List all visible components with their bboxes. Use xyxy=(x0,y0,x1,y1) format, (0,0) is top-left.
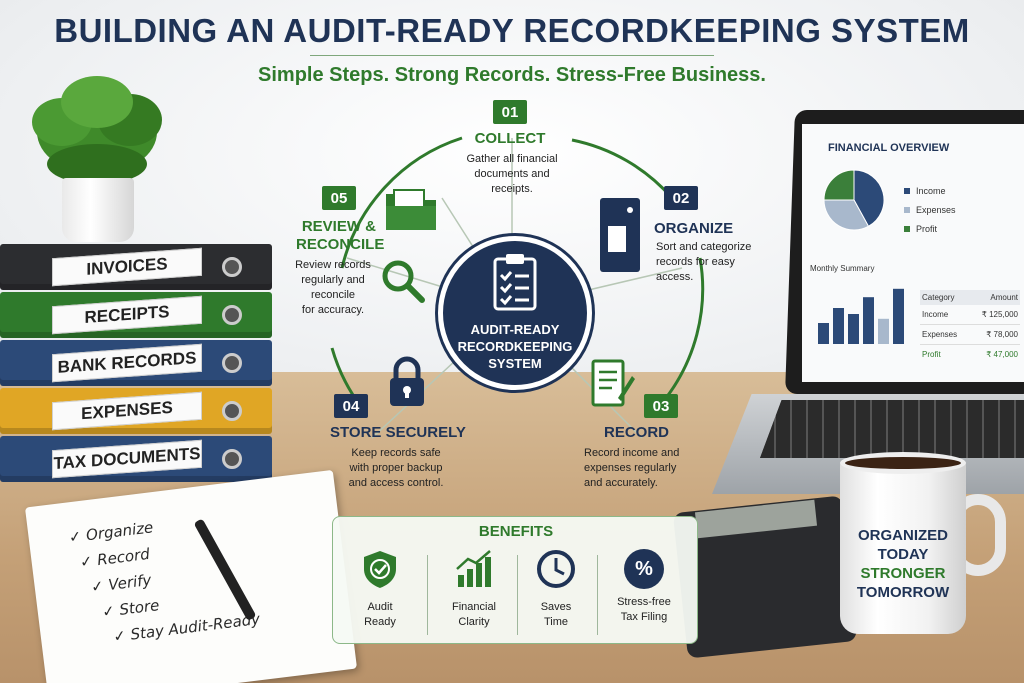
growth-chart-icon xyxy=(456,550,491,587)
list-item: ✓ Record xyxy=(78,544,151,572)
step-text-review-reconcile: Review records regularly and reconcile f… xyxy=(295,259,371,316)
summary-bar xyxy=(818,323,829,344)
page-subtitle: Simple Steps. Strong Records. Stress-Fre… xyxy=(258,64,766,86)
summary-bar xyxy=(848,314,859,344)
binder-ring xyxy=(222,257,242,277)
step-title-review-reconcile: REVIEW & RECONCILE xyxy=(296,218,385,253)
step-title-store-securely: STORE SECURELY xyxy=(330,424,466,441)
list-item: ✓ Organize xyxy=(67,518,155,547)
binder-invoices[interactable]: INVOICES xyxy=(0,244,272,290)
pie-slice-profit xyxy=(823,169,855,201)
shield-check-icon xyxy=(364,551,396,588)
binder-folder-icon xyxy=(600,198,640,272)
step-title-organize: ORGANIZE xyxy=(654,220,734,237)
step-number-03: 03 xyxy=(644,394,678,418)
pie-slice-income xyxy=(853,169,885,227)
audit-ready-system-hub: AUDIT-READY RECORDKEEPING SYSTEM xyxy=(438,236,592,390)
mug-text-today: TODAY xyxy=(877,546,929,563)
step-text-collect: Gather all financial documents and recei… xyxy=(466,153,558,195)
step-number-04: 04 xyxy=(334,394,368,418)
binder-label: RECEIPTS xyxy=(52,295,202,335)
title-divider xyxy=(310,55,714,56)
table-row: Expenses ₹ 78,000 xyxy=(920,325,1020,345)
monthly-summary-label: Monthly Summary xyxy=(810,264,875,273)
table-row: Profit ₹ 47,000 xyxy=(922,350,1018,359)
financial-overview-heading: FINANCIAL OVERVIEW xyxy=(828,142,950,154)
step-title-collect: COLLECT xyxy=(474,130,546,147)
laptop-keyboard[interactable] xyxy=(760,400,1024,458)
summary-bar xyxy=(893,288,904,344)
coffee-mug xyxy=(840,458,966,634)
laptop-display: FINANCIAL OVERVIEW Income Expenses Profi… xyxy=(802,124,1024,382)
summary-bar xyxy=(878,318,889,344)
binder-expenses[interactable]: EXPENSES xyxy=(0,388,272,434)
benefit-divider xyxy=(427,555,428,635)
document-pen-icon xyxy=(591,359,635,407)
plant-leaves-icon xyxy=(32,76,162,184)
padlock-icon xyxy=(390,356,424,406)
pen xyxy=(193,518,257,622)
step-number-05: 05 xyxy=(322,186,356,210)
benefits-title: BENEFITS xyxy=(478,523,554,540)
plant-pot xyxy=(62,178,134,242)
binder-tax-documents[interactable]: TAX DOCUMENTS xyxy=(0,436,272,482)
step-number-01: 01 xyxy=(493,100,527,124)
step-text-record: Record income and expenses regularly and… xyxy=(584,447,680,489)
binder-ring xyxy=(222,449,242,469)
financial-pie-chart xyxy=(823,169,885,231)
clock-icon xyxy=(537,550,575,588)
binder-label: BANK RECORDS xyxy=(52,343,202,383)
binder-label: INVOICES xyxy=(52,247,202,287)
open-folder-icon xyxy=(386,189,436,230)
binder-ring xyxy=(222,353,242,373)
clipboard-checklist-icon xyxy=(493,254,537,311)
benefit-divider xyxy=(597,555,598,635)
summary-table: Category Amount Income ₹ 125,000 Expense… xyxy=(920,290,1020,364)
mug-text-stronger: STRONGER xyxy=(860,565,946,582)
magnifier-icon xyxy=(382,260,425,303)
pie-slice-expenses xyxy=(823,199,870,231)
hub-label: AUDIT-READY RECORDKEEPING SYSTEM xyxy=(457,322,573,371)
summary-bar xyxy=(833,308,844,344)
step-title-record: RECORD xyxy=(604,424,670,441)
benefit-divider xyxy=(517,555,518,635)
table-row: Income ₹ 125,000 xyxy=(920,305,1020,325)
pie-legend: Income Expenses Profit xyxy=(904,182,956,239)
binder-bank-records[interactable]: BANK RECORDS xyxy=(0,340,272,386)
legend-item-expenses: Expenses xyxy=(904,201,956,220)
list-item: ✓ Store xyxy=(101,596,161,621)
binder-ring xyxy=(222,305,242,325)
percent-icon: % xyxy=(624,549,664,589)
mug-text-organized: ORGANIZED xyxy=(858,527,948,544)
summary-bar xyxy=(863,297,874,344)
legend-item-profit: Profit xyxy=(904,220,956,239)
page-title: BUILDING AN AUDIT-READY RECORDKEEPING SY… xyxy=(54,12,970,49)
step-text-organize: Sort and categorize records for easy acc… xyxy=(656,241,752,283)
legend-item-income: Income xyxy=(904,182,956,201)
mug-coffee xyxy=(840,452,966,474)
binder-label: TAX DOCUMENTS xyxy=(52,439,202,479)
summary-table-header: Category Amount xyxy=(920,290,1020,305)
binder-ring xyxy=(222,401,242,421)
binder-label: EXPENSES xyxy=(52,391,202,431)
list-item: ✓ Verify xyxy=(90,570,153,597)
step-number-02: 02 xyxy=(664,186,698,210)
checklist-notebook: ✓ Organize ✓ Record ✓ Verify ✓ Store ✓ S… xyxy=(24,469,358,683)
binder-receipts[interactable]: RECEIPTS xyxy=(0,292,272,338)
mug-text-tomorrow: TOMORROW xyxy=(856,584,950,601)
step-text-store-securely: Keep records safe with proper backup and… xyxy=(348,447,444,489)
monthly-bar-chart xyxy=(818,288,904,344)
